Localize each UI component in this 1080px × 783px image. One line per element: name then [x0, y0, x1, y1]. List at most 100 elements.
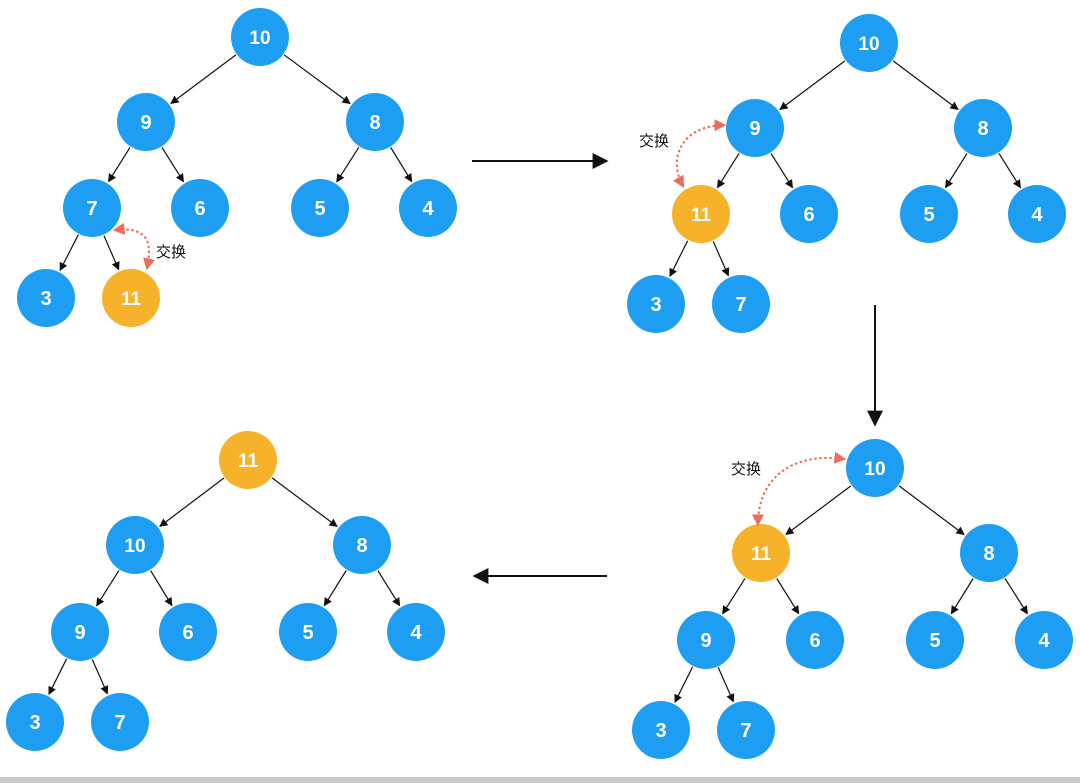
heap-node-9: 9: [117, 93, 175, 151]
tree-edge: [150, 570, 173, 607]
heap-node-value: 8: [983, 543, 994, 565]
tree-edge: [161, 147, 185, 183]
flow-arrows: [472, 153, 883, 584]
tree-edge: [717, 667, 735, 703]
heap-node-circle: [627, 275, 685, 333]
heap-node-circle: [1015, 611, 1073, 669]
swap-label: 交换: [156, 243, 186, 261]
heap-node-circle: [17, 269, 75, 327]
heap-node-8: 8: [346, 93, 404, 151]
heap-node-value: 9: [749, 118, 760, 140]
heap-node-value: 4: [1031, 204, 1043, 226]
heap-node-11: 11: [672, 185, 730, 243]
heap-node-9: 9: [726, 99, 784, 157]
tree-edge: [898, 485, 965, 536]
heap-node-circle: [677, 611, 735, 669]
tree-edge: [159, 477, 225, 527]
heap-node-circle: [219, 431, 277, 489]
tree-edge: [91, 659, 109, 695]
heap-node-5: 5: [906, 611, 964, 669]
tree-edge: [998, 153, 1022, 189]
heap-node-value: 3: [29, 712, 40, 734]
heap-node-circle: [6, 693, 64, 751]
tree-edge: [785, 485, 852, 536]
heap-node-circle: [954, 99, 1012, 157]
swap-label: 交换: [639, 132, 669, 150]
heap-node-4: 4: [399, 179, 457, 237]
heap-node-value: 6: [803, 204, 814, 226]
swap-arrow: [673, 119, 727, 189]
heap-node-circle: [51, 603, 109, 661]
heap-node-3: 3: [627, 275, 685, 333]
heap-node-value: 6: [809, 630, 820, 652]
heap-node-value: 9: [74, 622, 85, 644]
heap-node-circle: [291, 179, 349, 237]
heap-node-value: 11: [751, 544, 772, 565]
heap-node-value: 10: [249, 28, 270, 49]
heap-node-value: 3: [650, 294, 661, 316]
heap-node-9: 9: [677, 611, 735, 669]
heap-node-circle: [717, 701, 775, 759]
heap-node-value: 5: [929, 630, 940, 652]
heap-node-10: 10: [231, 8, 289, 66]
heap-node-circle: [672, 185, 730, 243]
heap-node-circle: [106, 516, 164, 574]
heap-node-4: 4: [1015, 611, 1073, 669]
heap-node-6: 6: [780, 185, 838, 243]
tree-edge: [283, 54, 351, 105]
heap-node-circle: [712, 275, 770, 333]
tree-edge: [170, 54, 237, 105]
heap-node-value: 5: [923, 204, 934, 226]
heap-node-circle: [231, 8, 289, 66]
tree-edge: [323, 570, 347, 607]
heap-node-3: 3: [632, 701, 690, 759]
heap-node-circle: [632, 701, 690, 759]
swap-label: 交换: [731, 460, 761, 478]
heap-node-circle: [171, 179, 229, 237]
heap-node-value: 9: [140, 112, 151, 134]
heap-node-value: 7: [740, 720, 751, 742]
heap-node-circle: [786, 611, 844, 669]
heap-node-7: 7: [91, 693, 149, 751]
heap-node-value: 4: [1038, 630, 1050, 652]
heap-node-4: 4: [1008, 185, 1066, 243]
heap-node-value: 4: [422, 198, 434, 220]
heap-node-10: 10: [840, 14, 898, 72]
heap-node-value: 5: [314, 198, 325, 220]
heap-node-circle: [159, 603, 217, 661]
heap-node-circle: [346, 93, 404, 151]
heap-node-value: 11: [691, 205, 712, 226]
tree-edge: [722, 578, 746, 615]
heap-node-5: 5: [900, 185, 958, 243]
tree-edge: [1004, 578, 1028, 615]
heap-node-circle: [960, 524, 1018, 582]
tree-edge: [107, 147, 131, 183]
tree-edge: [336, 146, 360, 183]
heap-node-5: 5: [291, 179, 349, 237]
heap-node-value: 10: [864, 459, 885, 480]
heap-node-circle: [63, 179, 121, 237]
heap-node-value: 8: [977, 118, 988, 140]
tree-edge: [669, 240, 689, 278]
heap-node-8: 8: [954, 99, 1012, 157]
heap-node-value: 3: [40, 288, 51, 310]
heap-node-value: 4: [410, 622, 422, 644]
tree-edge: [716, 153, 740, 189]
heap-node-circle: [279, 603, 337, 661]
heap-node-6: 6: [159, 603, 217, 661]
heap-node-11: 11: [732, 524, 790, 582]
tree-edge: [950, 578, 974, 615]
heap-node-value: 11: [238, 451, 259, 472]
heap-node-value: 11: [121, 289, 142, 310]
heap-node-6: 6: [171, 179, 229, 237]
heap-node-value: 10: [858, 34, 879, 55]
heap-node-8: 8: [960, 524, 1018, 582]
heap-node-value: 5: [302, 622, 313, 644]
tree-step-3: 10 11 8 9 6 5 4 3 7 交换: [632, 439, 1073, 759]
heap-node-circle: [91, 693, 149, 751]
heap-node-11: 11: [102, 269, 160, 327]
heap-node-circle: [732, 524, 790, 582]
